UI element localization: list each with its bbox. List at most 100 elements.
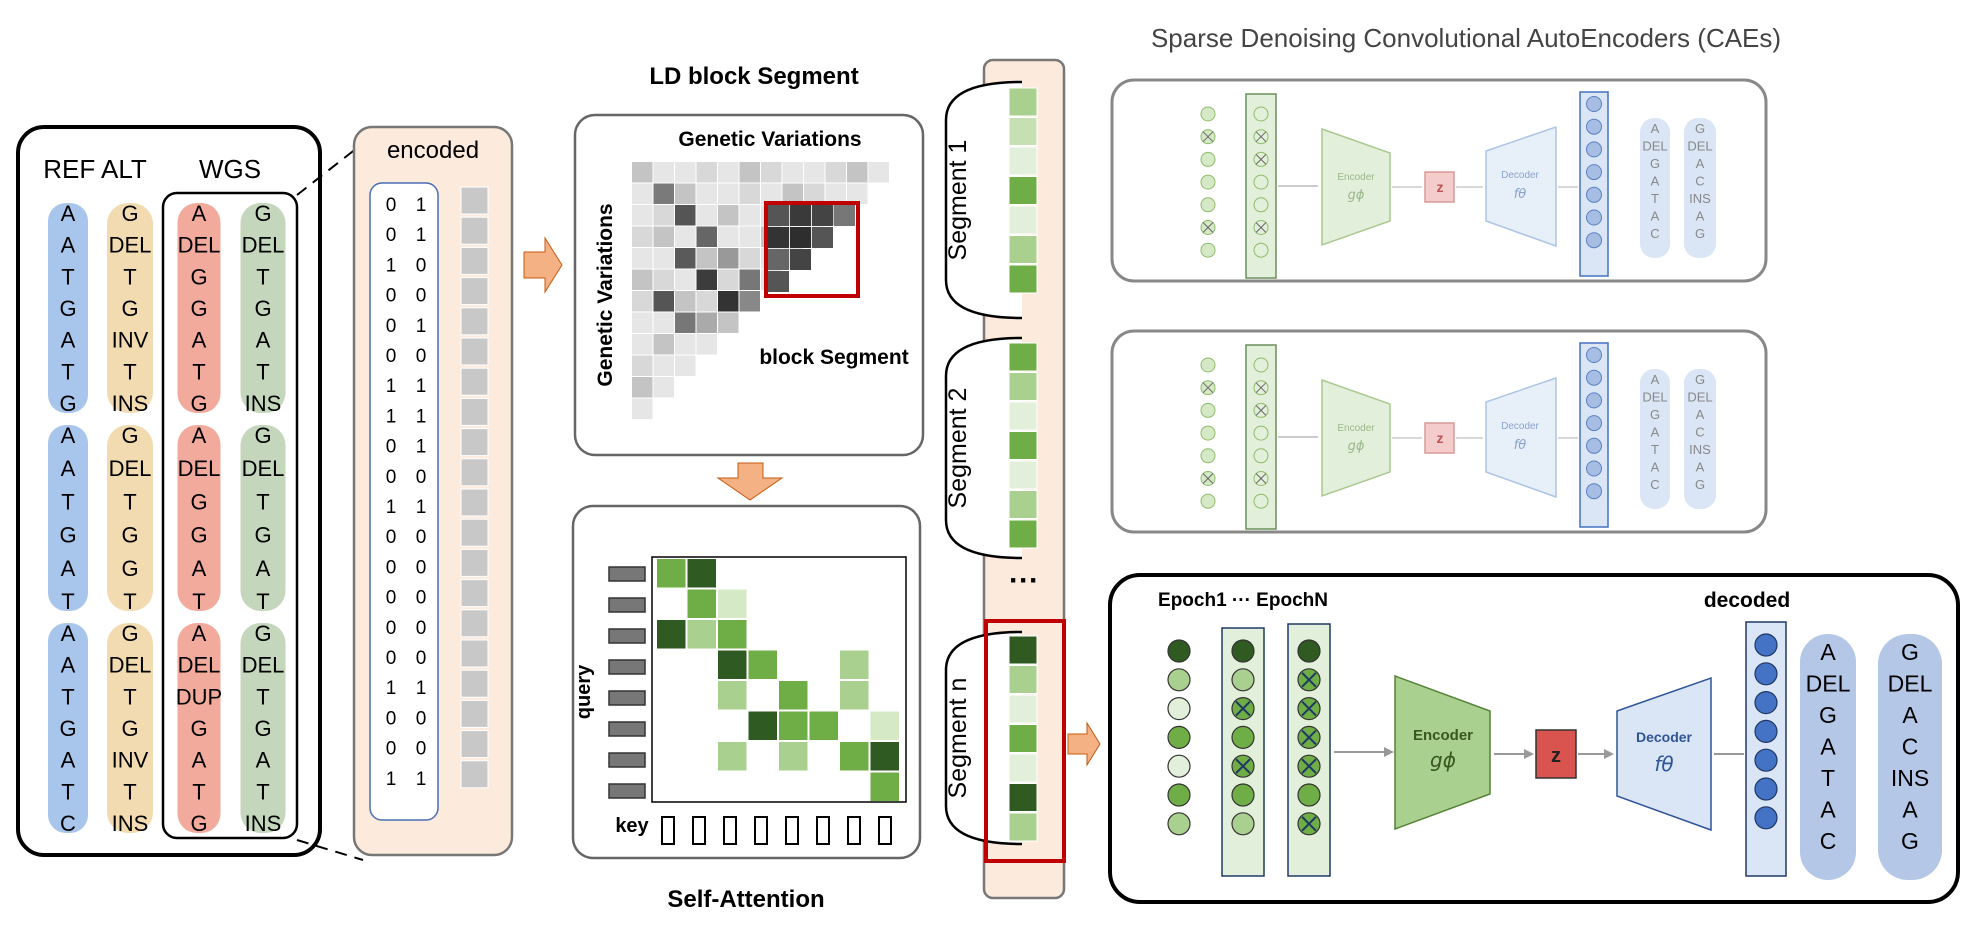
segment-cell [1008, 342, 1038, 372]
genotype-alt-allele: INV [112, 748, 149, 773]
genotype-ref-allele: T [61, 589, 74, 614]
mini-output-node [1586, 415, 1602, 432]
mini-output-allele: INS [1689, 191, 1711, 206]
genotype-ref-allele: T [61, 489, 74, 514]
genotype-alt-pill [107, 203, 153, 413]
mini-output-allele: G [1650, 156, 1660, 171]
genotype-alt-allele: G [121, 296, 138, 321]
segment-cell [1008, 264, 1038, 294]
genotype-wgs2-allele: G [254, 296, 271, 321]
encoded-bit: 0 [386, 618, 397, 639]
output-allele: G [1819, 702, 1837, 728]
decoded-node [1754, 633, 1778, 657]
encoded-bit: 0 [386, 708, 397, 729]
ld-cell [632, 226, 653, 247]
mini-output-allele: DEL [1642, 139, 1667, 154]
mask-mark [1255, 222, 1267, 233]
ld-block-label: block Segment [759, 346, 908, 369]
encoded-bit: 0 [416, 467, 427, 488]
genotype-alt-allele: T [123, 359, 136, 384]
output-allele: T [1821, 765, 1835, 791]
genotype-wgs2-allele: G [254, 716, 271, 741]
encoded-cell [460, 609, 489, 638]
mini-output-pill [1640, 118, 1670, 258]
mini-output-allele: G [1650, 407, 1660, 422]
segment-cell [1008, 724, 1038, 753]
arrow-to-cae [1067, 721, 1101, 767]
ld-cell [825, 183, 846, 204]
ld-cell [718, 291, 739, 312]
genotype-wgs1-allele: A [192, 201, 207, 226]
mini-encoder-shape [1321, 378, 1391, 498]
ld-cell [653, 291, 674, 312]
segment-2-label: Segment 2 [944, 388, 972, 509]
ld-cell [804, 183, 825, 204]
genotype-wgs2-allele: T [256, 779, 269, 804]
mini-output-node [1586, 347, 1602, 363]
output-allele: C [1902, 734, 1919, 760]
mini-input-node [1200, 197, 1216, 213]
mini-encoder-label: Encoder [1337, 172, 1375, 183]
attention-cell [718, 620, 747, 649]
encoded-bit: 1 [386, 769, 397, 790]
mini-output-node [1586, 164, 1602, 181]
segment-cell [1008, 117, 1038, 146]
decoder-shape [1616, 676, 1712, 832]
arrow-to-attention [716, 462, 784, 501]
genotype-wgs1-allele: A [192, 328, 207, 353]
segment-cell [1008, 783, 1038, 812]
encoded-bit: 0 [386, 467, 397, 488]
ld-block-cell [768, 227, 789, 248]
segment-1-label: Segment 1 [944, 140, 972, 261]
attention-cell [718, 742, 747, 771]
encoded-bit: 1 [386, 678, 397, 699]
zoom-line-top [296, 147, 358, 196]
encoded-bit: 0 [386, 527, 397, 548]
input-node [1167, 696, 1191, 721]
mini-output-allele: C [1695, 425, 1704, 440]
genotype-alt-allele: DEL [109, 456, 152, 481]
mini-output-node [1586, 460, 1602, 477]
cae-title: Sparse Denoising Convolutional AutoEncod… [1151, 23, 1781, 53]
mini-noisy-node [1253, 174, 1269, 190]
encoded-bit: 0 [416, 346, 427, 367]
ld-block-panel: LD block Segment Genetic Variations Gene… [573, 63, 925, 457]
segment-cell [1008, 665, 1038, 694]
genotype-alt-allele: T [123, 779, 136, 804]
output-pill [1800, 634, 1856, 880]
output-allele: A [1820, 734, 1836, 760]
segment-cell [1008, 401, 1038, 431]
decoded-node [1754, 806, 1778, 830]
mini-output-allele: C [1650, 477, 1659, 492]
encoded-cell [460, 246, 489, 275]
ld-cell [739, 269, 760, 290]
encoder-shape [1394, 674, 1491, 831]
attention-matrix [657, 559, 899, 801]
query-vector [608, 752, 646, 768]
ld-cell [739, 226, 760, 247]
encoded-bit: 0 [386, 648, 397, 669]
ld-cell [632, 205, 653, 226]
query-vector [608, 566, 646, 582]
genotype-wgs2-allele: G [254, 621, 271, 646]
mini-output-node [1586, 483, 1602, 500]
genotype-ref-allele: A [61, 201, 76, 226]
attention-cell [718, 650, 747, 679]
decoder-label: Decoder [1636, 729, 1693, 745]
encoded-bit: 1 [386, 406, 397, 427]
ld-block-cell [768, 205, 789, 226]
genotype-alt-allele: T [123, 489, 136, 514]
encoded-bit: 0 [416, 739, 427, 760]
genotype-panel: REF ALT WGS AATGATGGDELTGINVTINSADELGGAT… [16, 125, 364, 861]
ld-block-cell [834, 205, 855, 226]
encoded-bit: 0 [416, 557, 427, 578]
mini-noisy-node [1253, 425, 1269, 441]
encoded-bit: 0 [386, 225, 397, 246]
genotype-wgs2-allele: A [256, 328, 271, 353]
ld-cell [782, 183, 803, 204]
attention-cell [870, 742, 899, 771]
epoch1-node [1231, 812, 1255, 836]
encoded-bit: 1 [416, 406, 427, 427]
genotype-wgs1-pill [177, 425, 221, 611]
mini-input-node [1200, 402, 1216, 418]
